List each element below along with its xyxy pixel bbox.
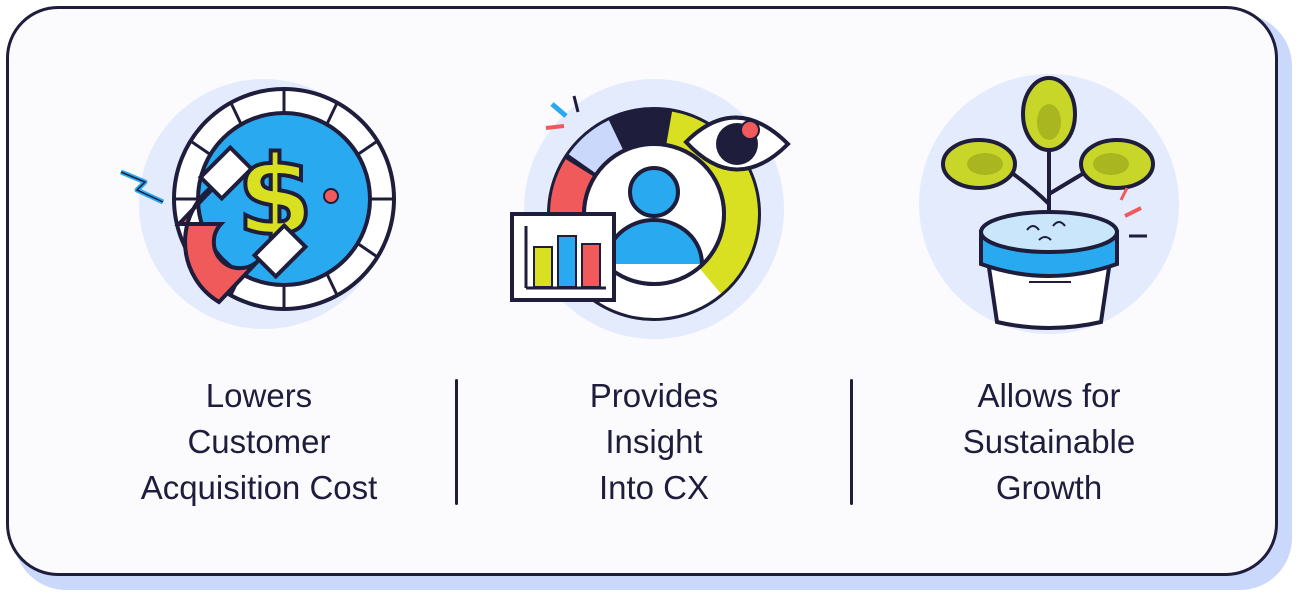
caption-line: Acquisition Cost xyxy=(140,469,378,506)
magnet-dollar-icon: $ xyxy=(120,79,396,329)
potted-plant-icon xyxy=(919,74,1179,334)
caption-line: Insight xyxy=(605,423,703,460)
divider xyxy=(455,379,458,505)
customer-insight-icon xyxy=(510,79,791,339)
feature-caption: Lowers Customer Acquisition Cost xyxy=(59,373,459,511)
feature-insight-cx: Provides Insight Into CX xyxy=(454,9,854,579)
divider xyxy=(850,379,853,505)
caption-line: Provides xyxy=(589,377,719,414)
benefits-card: $ Lowers Customer Acquisition Cost xyxy=(6,6,1278,576)
caption-line: Growth xyxy=(995,469,1103,506)
caption-line: Allows for xyxy=(977,377,1121,414)
caption-line: Lowers xyxy=(205,377,313,414)
caption-line: Into CX xyxy=(598,469,710,506)
feature-caption: Provides Insight Into CX xyxy=(454,373,854,511)
caption-line: Sustainable xyxy=(962,423,1136,460)
feature-caption: Allows for Sustainable Growth xyxy=(849,373,1249,511)
feature-lower-cac: $ Lowers Customer Acquisition Cost xyxy=(59,9,459,579)
caption-line: Customer xyxy=(187,423,331,460)
feature-sustainable-growth: Allows for Sustainable Growth xyxy=(849,9,1249,579)
